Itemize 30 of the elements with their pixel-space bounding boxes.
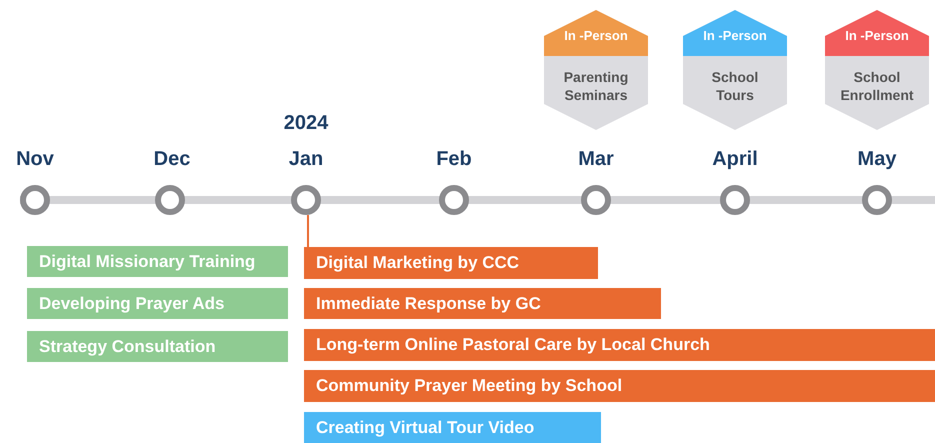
task-bar: Developing Prayer Ads (27, 288, 288, 319)
month-label: May (858, 148, 896, 171)
task-bar: Digital Missionary Training (27, 246, 288, 277)
connector-line (307, 215, 309, 247)
task-bar: Creating Virtual Tour Video (304, 412, 601, 443)
task-bar: Long-term Online Pastoral Care by Local Church (304, 329, 935, 361)
milestone-dot (581, 185, 611, 215)
milestone-dot (20, 185, 50, 215)
milestone-dot (291, 185, 321, 215)
task-bar: Digital Marketing by CCC (304, 247, 598, 279)
milestone-dot (155, 185, 185, 215)
task-bar: Community Prayer Meeting by School (304, 370, 935, 402)
month-label: Nov (16, 148, 54, 171)
month-label: Feb (436, 148, 472, 171)
month-label: Jan (288, 148, 324, 171)
milestone-dot (720, 185, 750, 215)
year-label: 2024 (284, 112, 328, 135)
event-hexagon (683, 10, 787, 130)
task-bar: Strategy Consultation (27, 331, 288, 362)
milestone-dot (862, 185, 892, 215)
month-label: Dec (154, 148, 190, 171)
event-title: School Enrollment (839, 68, 915, 104)
task-bar: Immediate Response by GC (304, 288, 661, 319)
event-title: Parenting Seminars (562, 68, 630, 104)
event-title: School Tours (710, 68, 760, 104)
event-hexagon (544, 10, 648, 130)
month-label: Mar (578, 148, 614, 171)
milestone-dot (439, 185, 469, 215)
month-label: April (712, 148, 758, 171)
event-hexagon (825, 10, 929, 130)
